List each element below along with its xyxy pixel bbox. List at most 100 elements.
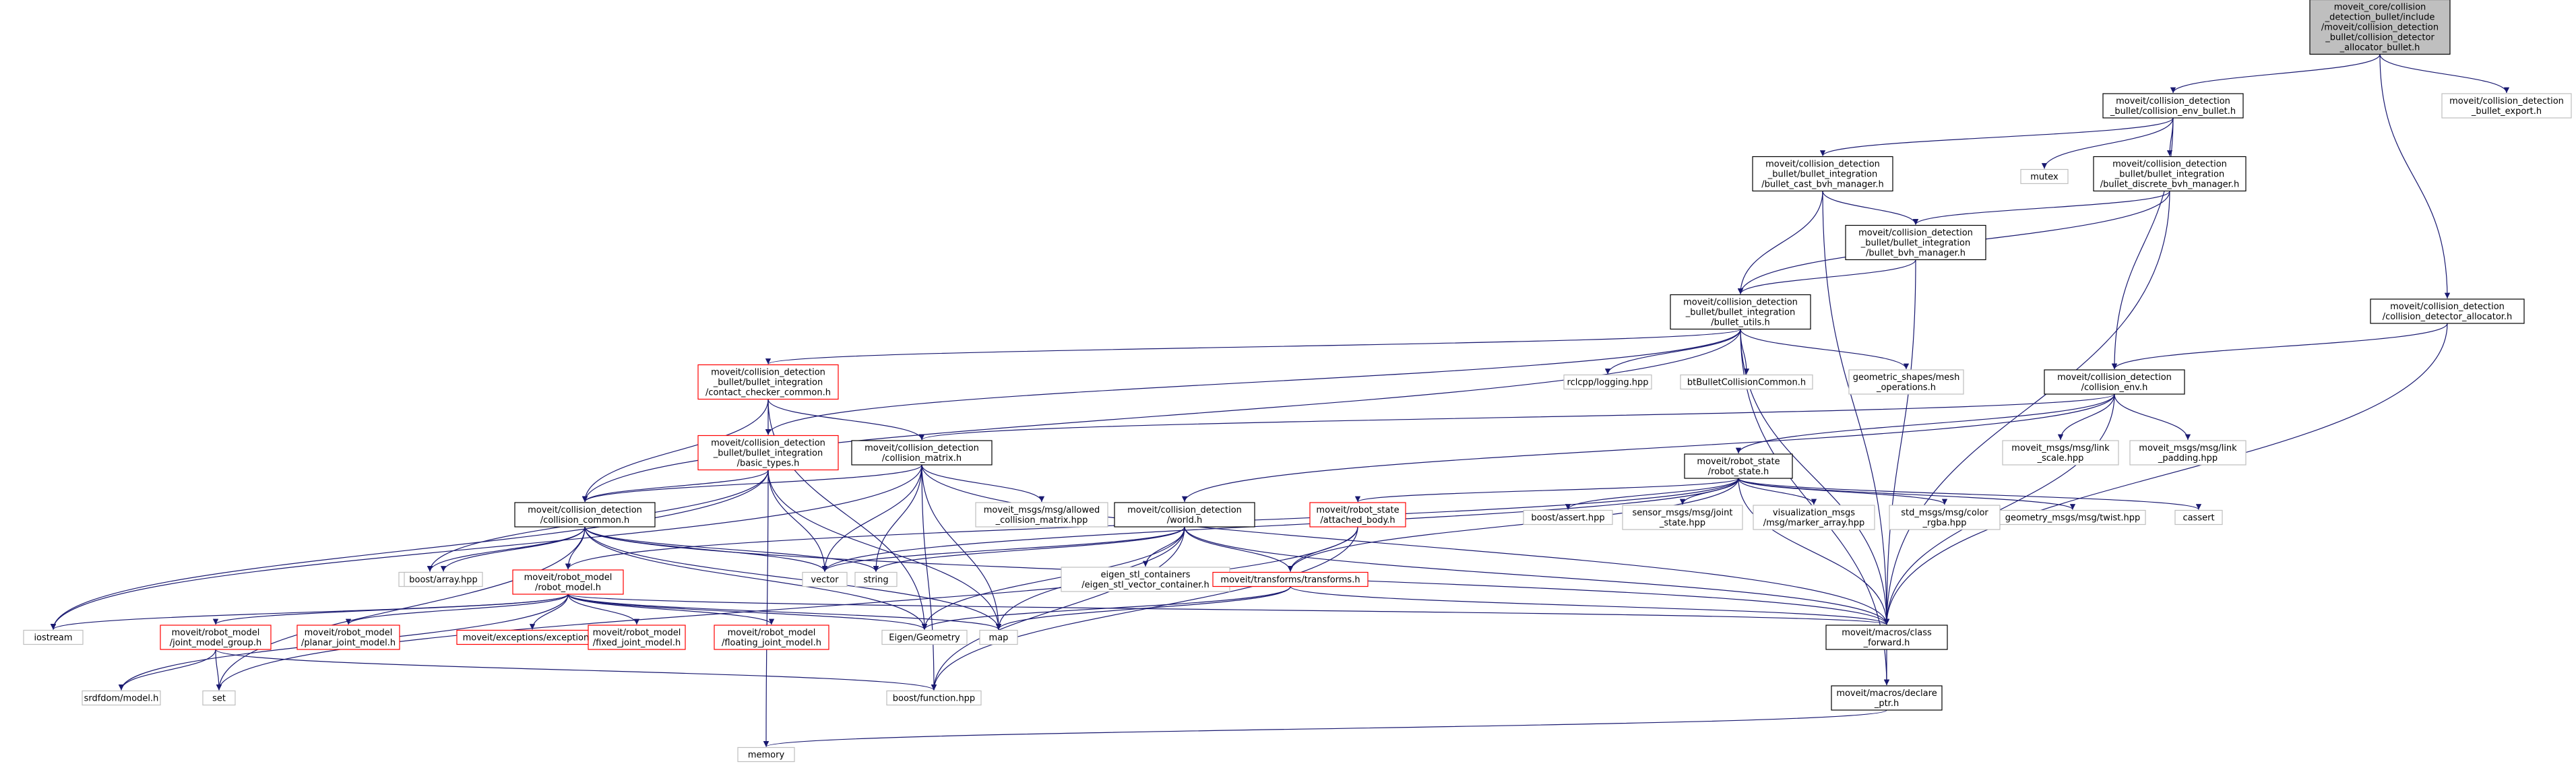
node-label-bvh_manager-2: /bullet_bvh_manager.h: [1866, 249, 1966, 259]
node-label-boost_assert-0: boost/assert.hpp: [1531, 513, 1604, 523]
edge-world-to-vector: [821, 526, 1185, 572]
node-label-root-0: moveit_core/collision: [2334, 3, 2426, 13]
node-label-basic_types-1: _bullet/bullet_integration: [713, 449, 823, 459]
node-transforms[interactable]: moveit/transforms/transforms.h: [1212, 571, 1369, 587]
node-collision_common[interactable]: moveit/collision_detection/collision_com…: [514, 502, 656, 528]
node-class_forward[interactable]: moveit/macros/class_forward.h: [1825, 625, 1948, 650]
node-exceptions[interactable]: moveit/exceptions/exceptions.h: [456, 629, 608, 645]
node-box-fixed_joint: [588, 625, 686, 650]
node-bvh_manager[interactable]: moveit/collision_detection_bullet/bullet…: [1845, 224, 1986, 261]
node-bullet_utils[interactable]: moveit/collision_detection_bullet/bullet…: [1670, 294, 1811, 330]
edge-collision_env-to-collision_matrix: [919, 393, 2115, 441]
node-box-boost_array: [404, 571, 483, 587]
node-label-robot_model-1: /robot_model.h: [535, 583, 601, 593]
edge-cast_bvh-to-class_forward: [1822, 191, 1890, 625]
edge-root-to-detector_allocator: [2379, 54, 2451, 299]
node-robot_model[interactable]: moveit/robot_model/robot_model.h: [512, 569, 624, 595]
node-box-joint_model_group: [160, 625, 272, 650]
edge-world-to-transforms: [1184, 526, 1294, 572]
node-label-planar_joint-1: /planar_joint_model.h: [301, 638, 396, 648]
node-label-discrete_bvh-1: _bullet/bullet_integration: [2114, 170, 2224, 180]
node-attached_body[interactable]: moveit/robot_state/attached_body.h: [1309, 502, 1406, 528]
node-box-allowed_matrix: [975, 502, 1108, 528]
node-declare_ptr[interactable]: moveit/macros/declare_ptr.h: [1831, 685, 1943, 711]
node-box-robot_state: [1684, 453, 1793, 479]
node-iostream: iostream: [23, 629, 84, 645]
node-vector: vector: [802, 571, 848, 587]
node-label-string-0: string: [863, 575, 888, 585]
node-world[interactable]: moveit/collision_detection/world.h: [1114, 502, 1255, 528]
edge-collision_matrix-to-class_forward: [921, 464, 1890, 625]
node-root[interactable]: moveit_core/collision_detection_bullet/i…: [2309, 0, 2451, 55]
node-label-geometric_shapes-1: _operations.h: [1876, 383, 1936, 393]
node-geometry_msgs: geometry_msgs/msg/twist.hpp: [1999, 509, 2146, 525]
node-joint_model_group[interactable]: moveit/robot_model/joint_model_group.h: [160, 625, 272, 650]
edge-robot_model-to-floating_joint: [567, 594, 775, 625]
node-box-basic_types: [697, 435, 839, 471]
node-collision_matrix[interactable]: moveit/collision_detection/collision_mat…: [851, 440, 993, 466]
node-planar_joint[interactable]: moveit/robot_model/planar_joint_model.h: [296, 625, 400, 650]
node-label-mutex-0: mutex: [2030, 172, 2059, 183]
node-box-cast_bvh: [1752, 156, 1893, 192]
node-label-btbullet-0: btBulletCollisionCommon.h: [1687, 378, 1806, 388]
node-basic_types[interactable]: moveit/collision_detection_bullet/bullet…: [697, 435, 839, 471]
node-label-transforms-0: moveit/transforms/transforms.h: [1220, 575, 1360, 585]
node-box-boost_assert: [1523, 509, 1613, 525]
node-label-srdfdom-0: srdfdom/model.h: [84, 694, 159, 704]
node-box-map: [979, 629, 1018, 645]
edge-robot_state-to-transforms: [1287, 478, 1739, 572]
edge-joint_model_group-to-set: [215, 649, 222, 691]
node-boost_function: boost/function.hpp: [886, 690, 982, 706]
edge-world-to-class_forward: [1184, 526, 1890, 625]
node-box-std_msgs: [1889, 505, 2001, 530]
node-label-allowed_matrix-1: _collision_matrix.hpp: [995, 515, 1088, 525]
node-box-transforms: [1212, 571, 1369, 587]
edge-robot_state-to-std_msgs: [1738, 478, 1948, 505]
node-discrete_bvh[interactable]: moveit/collision_detection_bullet/bullet…: [2093, 156, 2247, 192]
node-box-bullet_export: [2441, 93, 2572, 119]
edge-robot_state-to-boost_assert: [1565, 478, 1739, 510]
node-box-rclcpp_logging: [1563, 374, 1652, 390]
node-collision_env[interactable]: moveit/collision_detection/collision_env…: [2044, 369, 2185, 395]
edge-detector_allocator-to-collision_env: [2111, 323, 2448, 370]
node-label-sensor_msgs-1: _state.hpp: [1659, 518, 1705, 528]
node-box-geometric_shapes: [1848, 369, 1964, 395]
node-label-cassert-0: cassert: [2182, 513, 2214, 523]
node-label-collision_matrix-0: moveit/collision_detection: [865, 443, 979, 453]
node-label-joint_model_group-1: /joint_model_group.h: [170, 638, 262, 648]
edge-joint_model_group-to-srdfdom: [118, 649, 216, 691]
node-cast_bvh[interactable]: moveit/collision_detection_bullet/bullet…: [1752, 156, 1893, 192]
node-contact_checker[interactable]: moveit/collision_detection_bullet/bullet…: [697, 364, 839, 400]
node-label-contact_checker-1: _bullet/bullet_integration: [713, 378, 823, 388]
node-label-world-1: /world.h: [1167, 515, 1203, 525]
edge-robot_model-to-planar_joint: [345, 594, 569, 625]
node-robot_state[interactable]: moveit/robot_state/robot_state.h: [1684, 453, 1793, 479]
edge-robot_model-to-map: [567, 594, 1001, 631]
edge-collision_matrix-to-allowed_matrix: [921, 464, 1045, 503]
node-box-eigen_stl: [1061, 567, 1230, 592]
node-label-bullet_export-1: _bullet_export.h: [2471, 106, 2542, 117]
node-box-floating_joint: [714, 625, 829, 650]
node-label-cast_bvh-2: /bullet_cast_bvh_manager.h: [1761, 180, 1883, 190]
edge-basic_types-to-collision_common: [582, 470, 769, 503]
edge-collision_matrix-to-boost_function: [921, 464, 937, 691]
node-string: string: [854, 571, 898, 587]
edge-env_bullet-to-collision_env: [2111, 117, 2174, 370]
node-label-map-0: map: [989, 633, 1009, 643]
edge-bullet_utils-to-contact_checker: [765, 328, 1741, 365]
edge-bullet_utils-to-basic_types: [765, 329, 1741, 435]
edge-contact_checker-to-collision_matrix: [767, 399, 925, 441]
edge-cast_bvh-to-bullet_utils: [1737, 191, 1823, 294]
edge-cast_bvh-to-bvh_manager: [1822, 191, 1919, 225]
node-fixed_joint[interactable]: moveit/robot_model/fixed_joint_model.h: [588, 625, 686, 650]
node-floating_joint[interactable]: moveit/robot_model/floating_joint_model.…: [714, 625, 829, 650]
node-label-detector_allocator-1: /collision_detector_allocator.h: [2383, 312, 2513, 322]
edge-bvh_manager-to-class_forward: [1883, 259, 1916, 625]
node-label-allowed_matrix-0: moveit_msgs/msg/allowed: [984, 505, 1100, 515]
node-label-bullet_export-0: moveit/collision_detection: [2449, 96, 2564, 106]
node-mutex: mutex: [2020, 168, 2069, 185]
node-label-planar_joint-0: moveit/robot_model: [305, 628, 393, 638]
node-detector_allocator[interactable]: moveit/collision_detection/collision_det…: [2370, 298, 2525, 324]
edge-contact_checker-to-collision_common: [582, 399, 769, 503]
node-env_bullet[interactable]: moveit/collision_detection_bullet/collis…: [2102, 93, 2244, 119]
